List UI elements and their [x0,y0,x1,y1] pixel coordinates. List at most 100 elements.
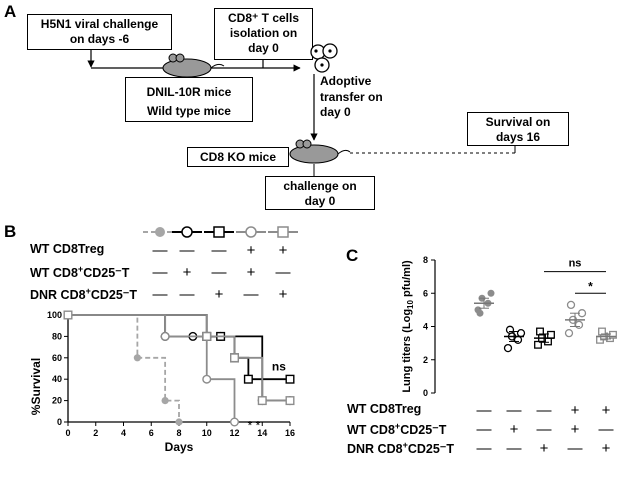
titer-star-annotation: * [588,279,593,293]
titer-group3 [534,327,555,349]
row-label-prefix: DNR CD8 [347,442,403,457]
panel-b-sign-r3-c3: + [214,286,224,303]
km-series-group5 [63,310,295,406]
titer-point [609,330,617,339]
row-label-prefix: WT CD8 [347,423,395,438]
titer-point [547,330,555,339]
titer-y-tick-label: 8 [423,255,428,265]
km-y-tick-label: 100 [47,310,62,320]
challenge-box: challenge on day 0 [265,176,375,210]
panel-b-sign-r2-c2: + [182,264,192,281]
titer-group2 [503,325,526,353]
panel-c-sign-r1-c4: + [570,402,580,419]
panel-b-legend-symbols [143,226,298,238]
titer-point [564,329,574,338]
titer-group1 [474,289,495,317]
row-label-prefix: WT CD8 [30,266,78,281]
row-label-suffix: CD25⁻T [407,442,455,457]
panel-c-sign-r2-c2: + [509,421,519,438]
km-point-group1 [175,418,183,426]
panel-b-sign-r2-c4: + [246,264,256,281]
km-point-group4 [160,331,170,341]
km-y-tick-label: 0 [57,417,62,427]
titer-y-axis-label: Lung titers (Log10 pfu/ml) [401,260,415,393]
row-label-sup: + [402,440,408,450]
panel-c-sign-r3-c4: — [567,440,583,457]
titer-point [536,327,544,336]
panel-a-diagram [87,43,516,176]
km-y-tick-label: 60 [52,353,62,363]
adoptive-transfer-line1: Adoptive [320,74,372,88]
viral-challenge-line1: H5N1 viral challenge [40,17,159,31]
mice-group-dnil10r: DNIL-10R mice [146,85,232,99]
titer-point [534,340,542,349]
row-label-suffix: CD25⁻T [400,423,447,438]
titer-y-tick-label: 2 [423,355,428,365]
row-label-prefix: WT CD8Treg [30,242,105,256]
panel-c-sign-r2-c3: — [536,421,552,438]
panel-b-sign-r1-c3: — [211,242,227,259]
panel-b-sign-r1-c4: + [246,242,256,259]
km-x-tick-label: 12 [229,428,239,438]
panel-c-sign-r3-c1: — [476,440,492,457]
challenge-line1: challenge on [283,179,357,193]
km-series-group4 [63,310,239,427]
panel-b-sign-r3-c1: — [152,286,168,303]
titer-y-tick-label: 0 [423,388,428,398]
titer-point [598,327,606,336]
titer-point [505,325,515,334]
donor-mouse-icon [162,53,225,78]
mice-groups-box: DNIL-10R mice Wild type mice [125,77,253,122]
legend-symbol-group4 [236,226,266,238]
titer-y-tick-label: 4 [423,322,428,332]
km-stars-annotation: * * [248,418,261,432]
titer-group4 [564,300,587,338]
km-point-group3 [243,374,253,384]
panel-b-sign-r2-c1: — [152,264,168,281]
titer-ns-annotation: ns [569,258,582,270]
panel-c-sign-r2-c4: + [570,421,580,438]
km-y-axis-label: %Survival [29,358,43,415]
titer-point [503,343,513,353]
panel-b-label: B [4,222,17,241]
tcell-isolation-line3: day 0 [248,41,279,55]
cd8-ko-box: CD8 KO mice [187,147,289,167]
panel-c-sign-r1-c5: + [601,402,611,419]
km-point-group3 [285,374,295,384]
cd8-ko-label: CD8 KO mice [199,150,277,164]
tcell-isolation-line1: CD8⁺ T cells [227,11,300,25]
panel-c-sign-r3-c3: + [539,440,549,457]
km-line-group3 [68,314,290,381]
survival-box: Survival on days 16 [467,112,569,146]
km-point-group5 [257,396,267,406]
km-x-tick-label: 4 [121,428,126,438]
adoptive-transfer-line3: day 0 [320,105,351,120]
panel-c-label: C [346,246,359,265]
survival-line1: Survival on [485,115,551,129]
row-label-sup: + [394,421,401,431]
titer-point [516,329,526,338]
tcell-cluster-icon [310,43,338,73]
km-x-axis-label: Days [165,440,194,454]
survival-line2: days 16 [495,130,541,144]
row-label-suffix: CD25⁻T [83,266,130,281]
challenge-line2: day 0 [304,194,336,208]
panel-c-row-label-3: DNR CD8+CD25⁻T [347,440,454,456]
panel-b-sign-r2-c5: — [275,264,291,281]
km-x-tick-label: 0 [65,428,70,438]
titer-y-tick-label: 6 [423,288,428,298]
km-point-group5 [285,396,295,406]
legend-symbol-group5 [268,226,298,238]
km-point-group5 [229,353,239,363]
panel-b-sign-r1-c1: — [152,242,168,259]
panel-b-sign-r3-c2: — [179,286,195,303]
tcell-isolation-box: CD8⁺ T cells isolation on day 0 [214,8,313,60]
viral-challenge-line2: on days -6 [69,32,130,46]
km-point-group5 [63,310,73,320]
km-ns-annotation: ns [272,360,286,374]
km-x-tick-label: 16 [285,428,295,438]
km-x-tick-label: 10 [202,428,212,438]
km-y-tick-label: 40 [52,374,62,384]
